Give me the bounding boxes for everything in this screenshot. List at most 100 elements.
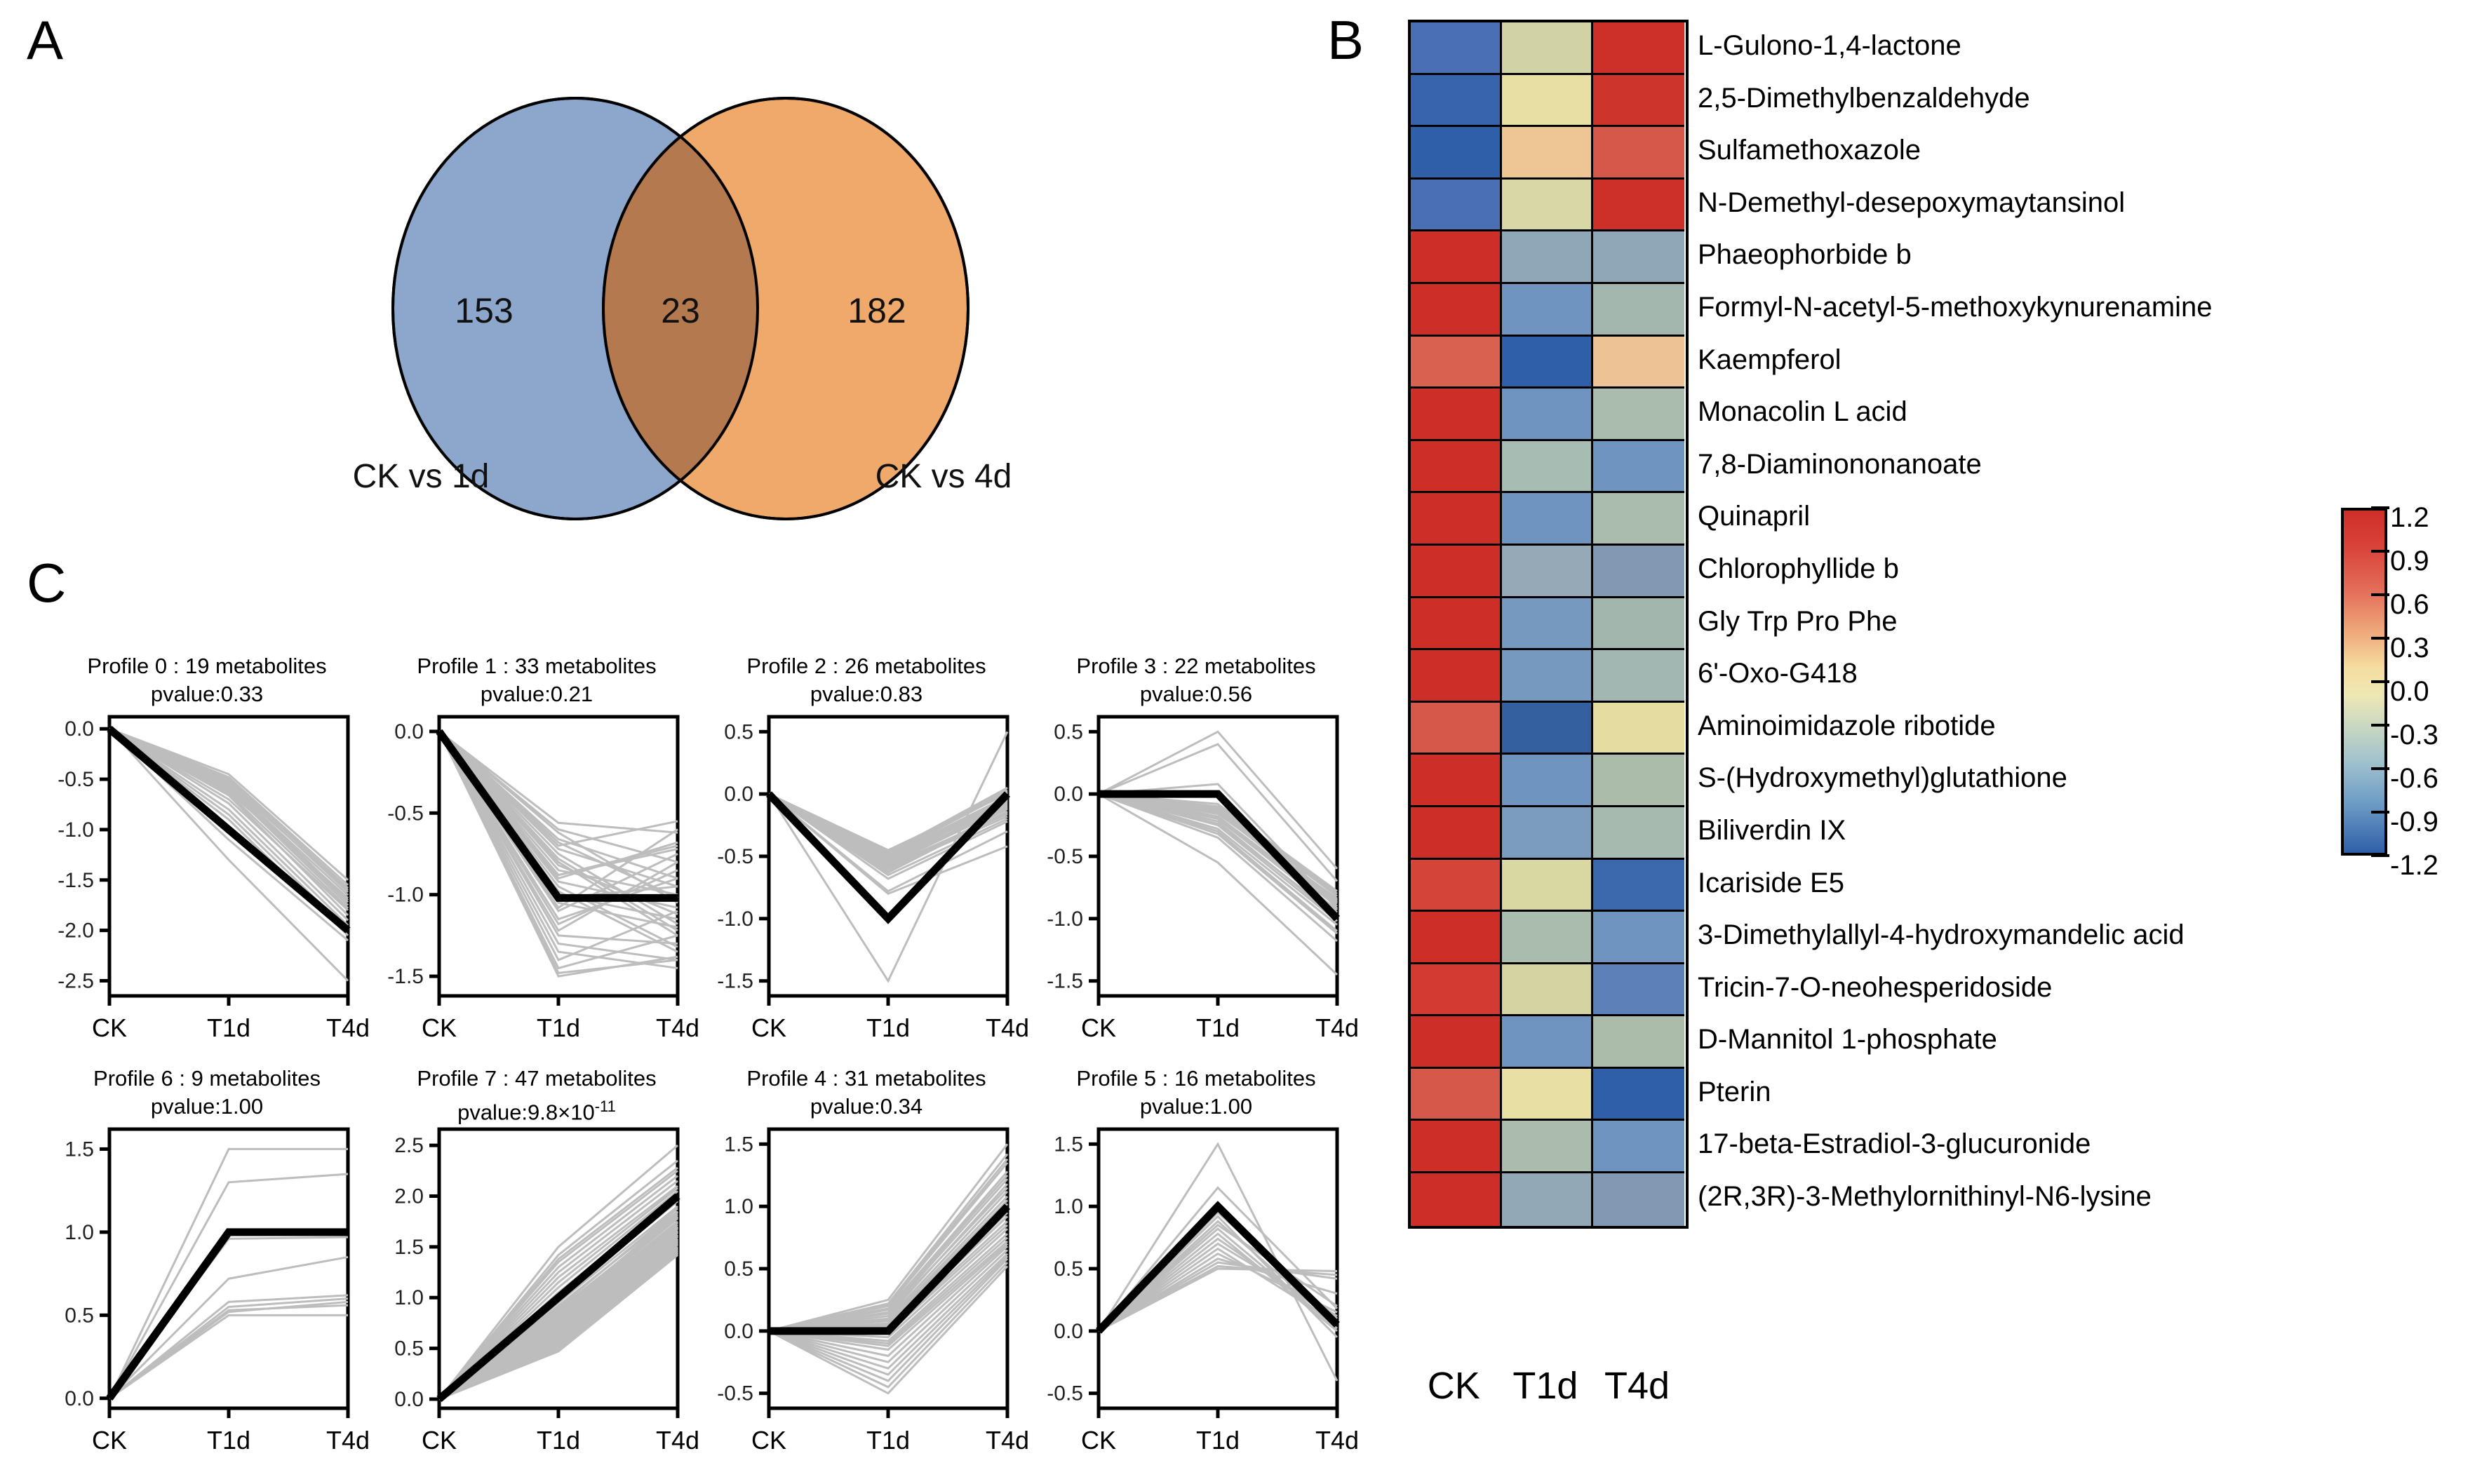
heatmap-cell-t4d[interactable] (1593, 440, 1684, 494)
heatmap-cell-t4d[interactable] (1593, 964, 1684, 1017)
heatmap-cell-t1d[interactable] (1502, 127, 1593, 180)
heatmap-cell-t1d[interactable] (1502, 755, 1593, 807)
heatmap-cell-t1d[interactable] (1502, 1068, 1593, 1121)
heatmap-cell-t4d[interactable] (1593, 912, 1684, 964)
heatmap-cell-ck[interactable] (1411, 1173, 1502, 1226)
heatmap-cell-t4d[interactable] (1593, 807, 1684, 860)
heatmap-cell-t1d[interactable] (1502, 650, 1593, 703)
heatmap-cell-t4d[interactable] (1593, 127, 1684, 180)
heatmap-cell-ck[interactable] (1411, 1016, 1502, 1069)
x-tick-label: CK (92, 1013, 127, 1042)
heatmap-cell-t4d[interactable] (1593, 179, 1684, 232)
heatmap-cell-ck[interactable] (1411, 231, 1502, 284)
heatmap-cell-t4d[interactable] (1593, 1121, 1684, 1174)
heatmap-cell-t4d[interactable] (1593, 74, 1684, 128)
heatmap-cell-t1d[interactable] (1502, 964, 1593, 1017)
heatmap-cell-ck[interactable] (1411, 598, 1502, 651)
heatmap-cell-t1d[interactable] (1502, 231, 1593, 284)
profile-title-line: Profile 2 : 26 metabolites (746, 654, 986, 678)
heatmap-cell-t1d[interactable] (1502, 702, 1593, 755)
y-tick-label: -0.5 (1047, 1382, 1083, 1405)
y-tick-label: -1.5 (1047, 970, 1083, 993)
metabolite-lines (108, 1147, 349, 1400)
heatmap-cell-t1d[interactable] (1502, 440, 1593, 494)
heatmap-cell-t1d[interactable] (1502, 74, 1593, 128)
heatmap-cell-t1d[interactable] (1502, 1121, 1593, 1174)
x-tick-label: CK (751, 1013, 786, 1042)
heatmap-row-label: N-Demethyl-desepoxymaytansinol (1698, 187, 2126, 218)
heatmap-cell-t4d[interactable] (1593, 650, 1684, 703)
heatmap-cell-ck[interactable] (1411, 912, 1502, 964)
heatmap-cell-ck[interactable] (1411, 1068, 1502, 1121)
heatmap-cell-ck[interactable] (1411, 179, 1502, 232)
heatmap-cell-t4d[interactable] (1593, 755, 1684, 807)
y-tick-label: 0.5 (65, 1304, 94, 1327)
heatmap-cell-t1d[interactable] (1502, 1016, 1593, 1069)
heatmap-row-label: Kaempferol (1698, 344, 1841, 375)
heatmap-row-label: (2R,3R)-3-Methylornithinyl-N6-lysine (1698, 1181, 2152, 1213)
heatmap-cell-t4d[interactable] (1593, 283, 1684, 337)
x-tick-label: CK (422, 1426, 457, 1455)
heatmap-row (1411, 283, 1686, 337)
heatmap-cell-ck[interactable] (1411, 440, 1502, 494)
heatmap-cell-t4d[interactable] (1593, 1016, 1684, 1069)
heatmap-cell-ck[interactable] (1411, 807, 1502, 860)
heatmap-cell-t4d[interactable] (1593, 493, 1684, 546)
plot-frame (107, 1127, 350, 1410)
heatmap-cell-t1d[interactable] (1502, 807, 1593, 860)
heatmap-cell-ck[interactable] (1411, 493, 1502, 546)
heatmap-column-header-t4d: T4d (1604, 1365, 1670, 1407)
model-profile-line (107, 726, 351, 933)
heatmap-cell-t1d[interactable] (1502, 545, 1593, 598)
heatmap-cell-t4d[interactable] (1593, 702, 1684, 755)
heatmap-cell-t1d[interactable] (1502, 493, 1593, 546)
heatmap-cell-t4d[interactable] (1593, 1068, 1684, 1121)
y-tick-label: 1.5 (394, 1236, 424, 1259)
heatmap-cell-t4d[interactable] (1593, 389, 1684, 441)
heatmap-cell-t4d[interactable] (1593, 22, 1684, 75)
venn-label-right: CK vs 4d (875, 458, 1012, 495)
heatmap-cell-t4d[interactable] (1593, 859, 1684, 912)
heatmap-cell-ck[interactable] (1411, 702, 1502, 755)
heatmap-cell-ck[interactable] (1411, 859, 1502, 912)
heatmap-cell-ck[interactable] (1411, 1121, 1502, 1174)
heatmap-cell-ck[interactable] (1411, 964, 1502, 1017)
heatmap-cell-t1d[interactable] (1502, 859, 1593, 912)
heatmap-cell-ck[interactable] (1411, 127, 1502, 180)
heatmap-cell-ck[interactable] (1411, 389, 1502, 441)
heatmap-cell-t1d[interactable] (1502, 336, 1593, 389)
heatmap-cell-t4d[interactable] (1593, 336, 1684, 389)
y-tick-label: -2.5 (58, 969, 94, 992)
heatmap-cell-t1d[interactable] (1502, 1173, 1593, 1226)
model-profile-line (436, 729, 678, 902)
heatmap-row (1411, 1016, 1686, 1069)
heatmap-cell-t1d[interactable] (1502, 179, 1593, 232)
x-tick-label: T4d (1315, 1426, 1359, 1455)
heatmap-cell-t4d[interactable] (1593, 231, 1684, 284)
heatmap-row-label: Chlorophyllide b (1698, 553, 1899, 584)
heatmap-cell-t1d[interactable] (1502, 283, 1593, 337)
heatmap-row-label: 6'-Oxo-G418 (1698, 658, 1858, 689)
heatmap-cell-t1d[interactable] (1502, 22, 1593, 75)
heatmap-cell-t4d[interactable] (1593, 598, 1684, 651)
heatmap-cell-ck[interactable] (1411, 336, 1502, 389)
heatmap-cell-t1d[interactable] (1502, 389, 1593, 441)
heatmap-cell-t1d[interactable] (1502, 912, 1593, 964)
heatmap-cell-t4d[interactable] (1593, 545, 1684, 598)
heatmap-cell-t4d[interactable] (1593, 1173, 1684, 1226)
y-tick-label: 0.5 (724, 1257, 753, 1281)
heatmap-cell-ck[interactable] (1411, 650, 1502, 703)
heatmap-cell-ck[interactable] (1411, 545, 1502, 598)
heatmap-cell-ck[interactable] (1411, 283, 1502, 337)
y-tick-label: 0.0 (65, 1387, 94, 1410)
heatmap-cell-ck[interactable] (1411, 22, 1502, 75)
heatmap-cell-ck[interactable] (1411, 755, 1502, 807)
heatmap-cell-t1d[interactable] (1502, 598, 1593, 651)
heatmap-cell-ck[interactable] (1411, 74, 1502, 128)
